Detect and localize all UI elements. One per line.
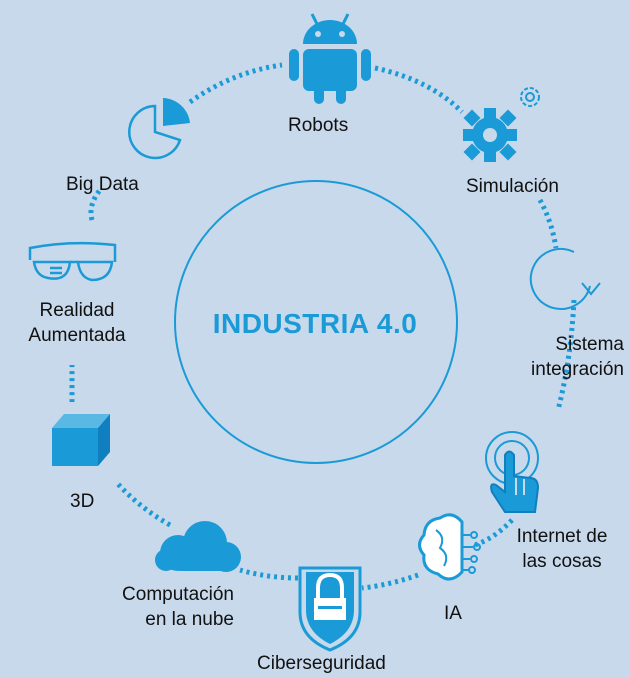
connector-bigdata-robots bbox=[188, 62, 283, 105]
center-circle bbox=[174, 180, 458, 464]
label-nube-line1: Computación bbox=[122, 584, 234, 605]
connector-ar-bigdata bbox=[88, 188, 102, 221]
label-sistema: Sistema integración bbox=[482, 332, 624, 382]
touch-hand-icon bbox=[485, 431, 540, 513]
label-iot-line1: Internet de bbox=[516, 526, 608, 547]
label-sistema-line2: integración bbox=[531, 359, 624, 380]
pie-chart-icon bbox=[128, 98, 190, 160]
android-robot-icon bbox=[289, 13, 371, 104]
ar-glasses-icon bbox=[28, 241, 117, 282]
circular-arrow-icon bbox=[529, 247, 601, 310]
cube-icon bbox=[52, 414, 110, 466]
connector-robots-simulacion bbox=[374, 65, 464, 114]
label-ar-line2: Aumentada bbox=[28, 325, 126, 346]
label-simulacion: Simulación bbox=[466, 176, 559, 197]
label-nube: Computación en la nube bbox=[80, 582, 234, 632]
connector-sistema-iot bbox=[555, 299, 577, 411]
label-sistema-line1: Sistema bbox=[555, 334, 624, 355]
label-ia: IA bbox=[444, 603, 462, 624]
dotted-connectors bbox=[69, 62, 577, 591]
label-iot: Internet de las cosas bbox=[500, 524, 624, 574]
label-ar-line1: Realidad bbox=[39, 300, 115, 321]
label-nube-line2: en la nube bbox=[145, 609, 234, 630]
brain-circuit-icon bbox=[418, 513, 481, 581]
label-ciberseguridad: Ciberseguridad bbox=[257, 653, 386, 674]
connector-iot-ia bbox=[474, 518, 514, 548]
connector-nube-3d bbox=[116, 482, 172, 528]
connector-ciber-nube bbox=[239, 567, 299, 581]
gears-icon bbox=[463, 87, 540, 162]
label-bigdata: Big Data bbox=[66, 174, 139, 195]
center-title: INDUSTRIA 4.0 bbox=[212, 308, 418, 339]
label-robots: Robots bbox=[288, 115, 349, 136]
label-ar: Realidad Aumentada bbox=[12, 298, 142, 348]
cloud-icon bbox=[155, 521, 241, 572]
label-iot-line2: las cosas bbox=[522, 551, 602, 572]
connector-ia-ciber bbox=[361, 572, 419, 591]
connector-simulacion-sistema bbox=[537, 198, 559, 249]
label-3d: 3D bbox=[70, 491, 95, 512]
shield-lock-icon bbox=[298, 566, 362, 652]
